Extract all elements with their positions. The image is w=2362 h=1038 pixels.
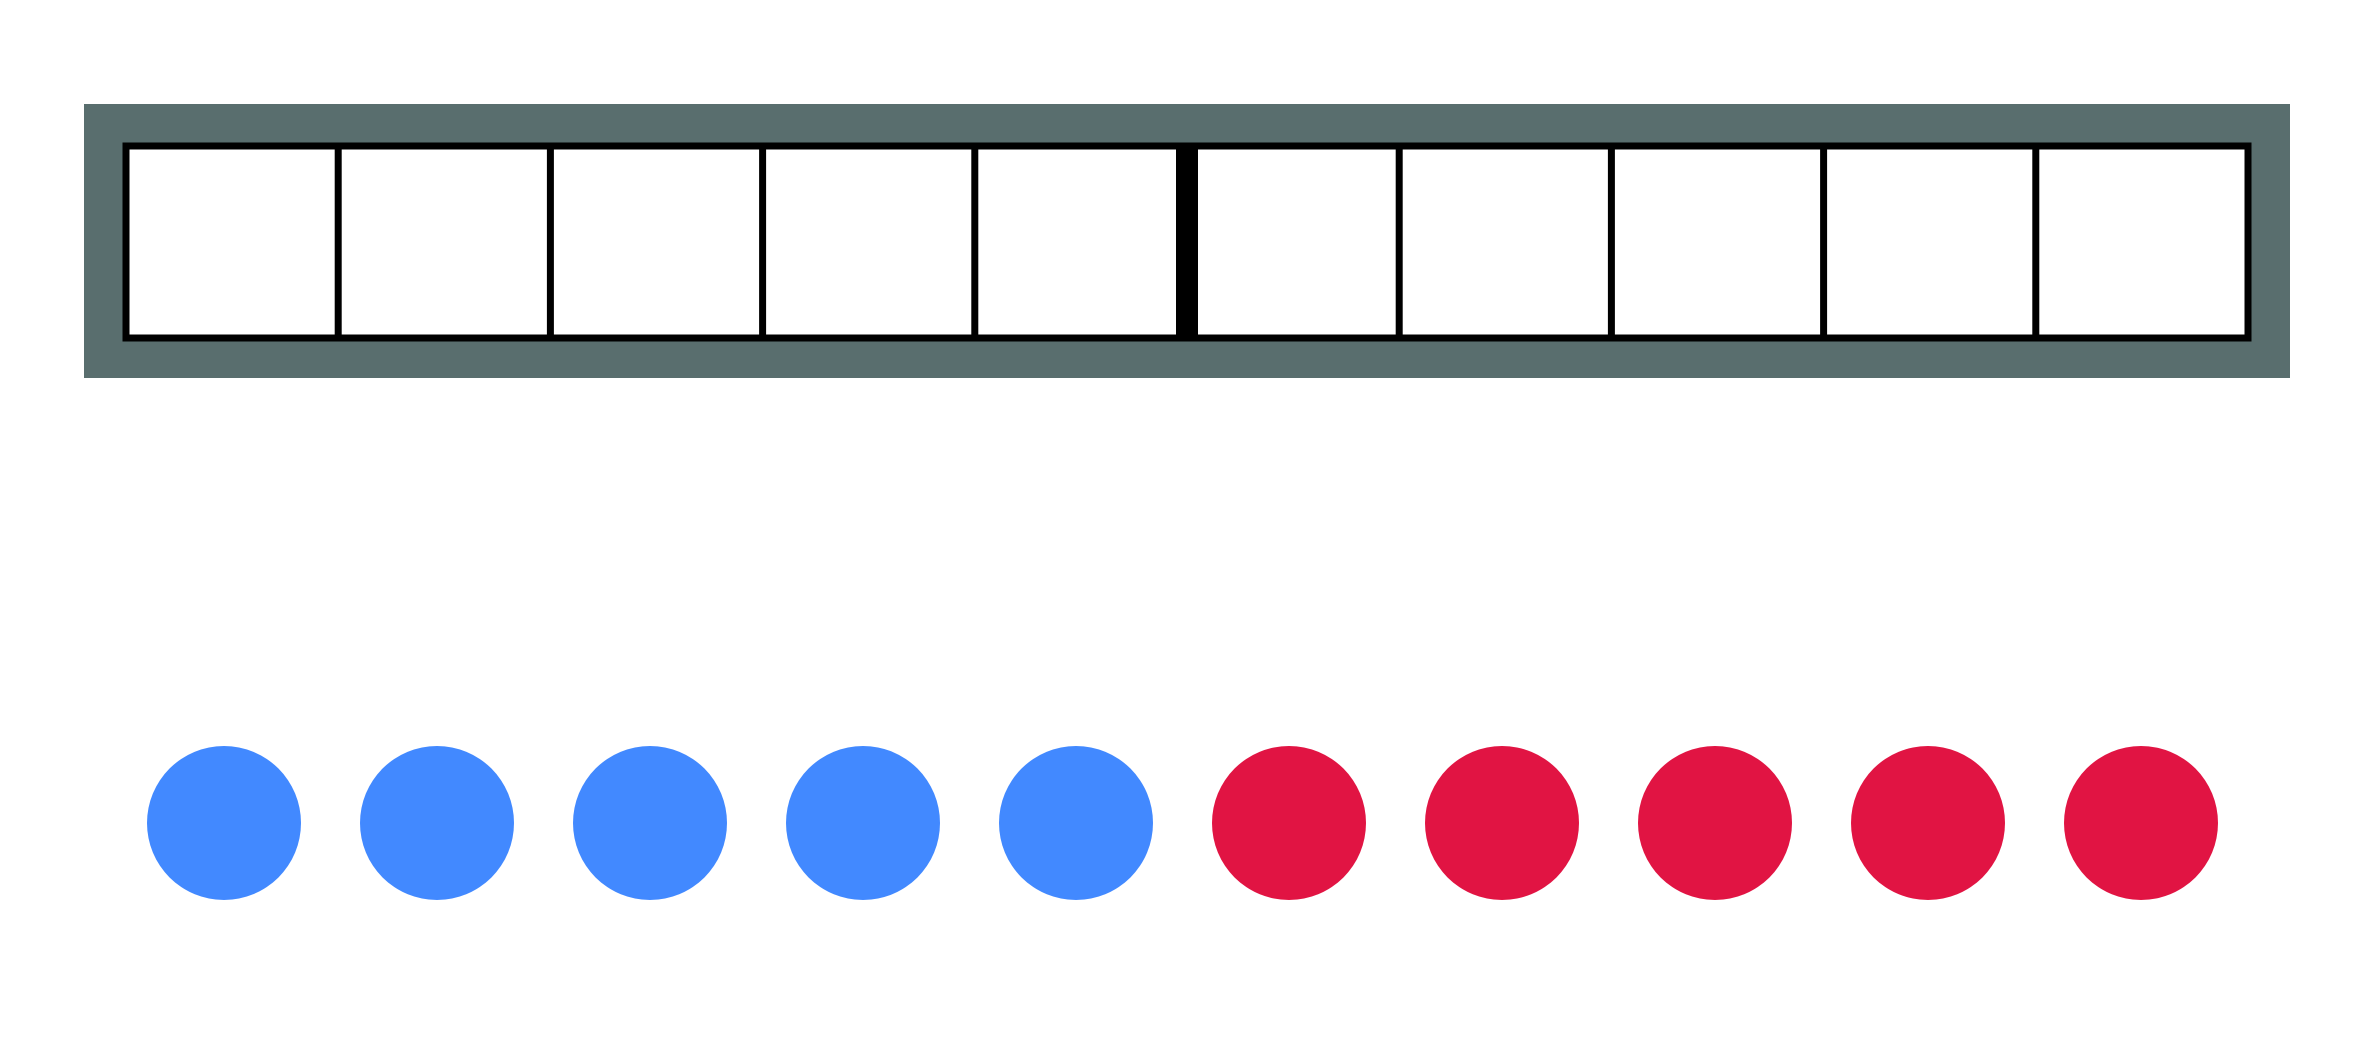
ten-frame xyxy=(84,104,2290,378)
red-counter xyxy=(1425,746,1579,900)
counter-row xyxy=(147,746,2218,900)
red-counter xyxy=(1212,746,1366,900)
blue-counter xyxy=(573,746,727,900)
blue-counter xyxy=(147,746,301,900)
red-counter xyxy=(2064,746,2218,900)
red-counter xyxy=(1638,746,1792,900)
blue-counter xyxy=(786,746,940,900)
red-counter xyxy=(1851,746,2005,900)
blue-counter xyxy=(360,746,514,900)
blue-counter xyxy=(999,746,1153,900)
